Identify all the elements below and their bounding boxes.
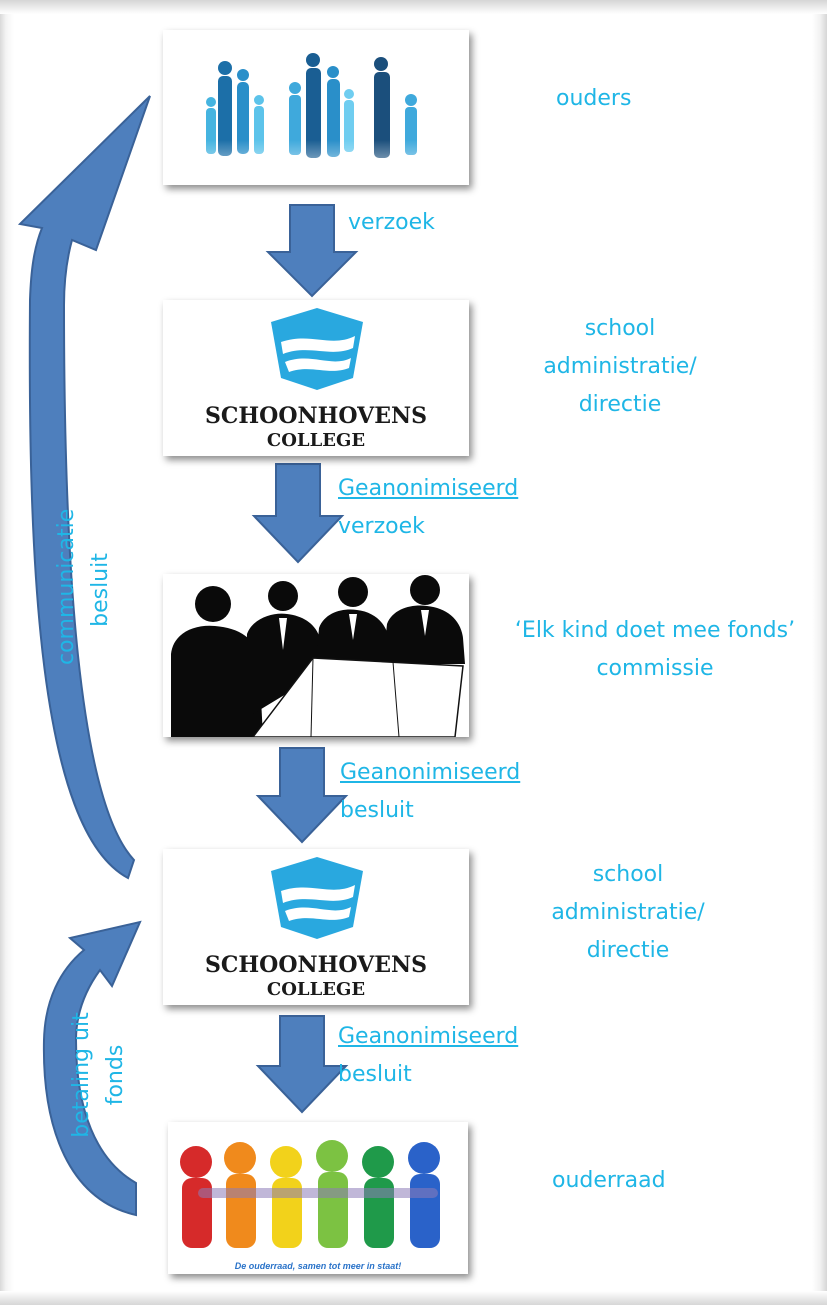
ouders-image [163, 30, 469, 185]
school-logo-2: SCHOONHOVENS COLLEGE [163, 849, 469, 1005]
commissie-image [163, 574, 469, 737]
down-arrow-3 [255, 747, 349, 844]
label-commissie: ‘Elk kind doet mee fonds’ commissie [514, 618, 796, 681]
vertical-label-betaling-uit-fonds: betaling uit fonds [69, 1012, 128, 1138]
down-arrow-2 [251, 463, 345, 564]
family-silhouettes-icon [206, 53, 417, 158]
school-logo-1: SCHOONHOVENS COLLEGE [163, 300, 469, 456]
logo-text-line2: COLLEGE [266, 430, 366, 451]
label-ouders: ouders [556, 86, 632, 111]
colorful-people-icon [180, 1140, 440, 1248]
label-ouderraad: ouderraad [552, 1168, 666, 1193]
edge-label-geanonimiseerd-besluit-1: Geanonimiseerd besluit [340, 760, 521, 823]
curved-arrow-communicatie [17, 95, 151, 880]
ouderraad-image: De ouderraad, samen tot meer in staat! [168, 1122, 468, 1274]
school-shield-icon [271, 857, 363, 939]
ouderraad-caption: De ouderraad, samen tot meer in staat! [234, 1261, 402, 1271]
label-school-2: school administratie/ directie [551, 862, 705, 963]
edge-label-verzoek-1: verzoek [348, 210, 435, 235]
logo-text-line1: SCHOONHOVENS [204, 403, 428, 429]
logo-text-line2: COLLEGE [266, 979, 366, 1000]
curved-arrow-betaling [42, 920, 142, 1217]
down-arrow-4 [255, 1015, 349, 1114]
logo-text-line1: SCHOONHOVENS [204, 952, 428, 978]
edge-label-geanonimiseerd-verzoek: Geanonimiseerd verzoek [338, 476, 519, 539]
meeting-silhouettes-icon [171, 575, 465, 737]
edge-label-geanonimiseerd-besluit-2: Geanonimiseerd besluit [338, 1024, 519, 1087]
down-arrow-1 [265, 204, 359, 298]
school-shield-icon [271, 308, 363, 390]
label-school-1: school administratie/ directie [543, 316, 697, 417]
vertical-label-communicatie-besluit: communicatie besluit [54, 508, 113, 665]
